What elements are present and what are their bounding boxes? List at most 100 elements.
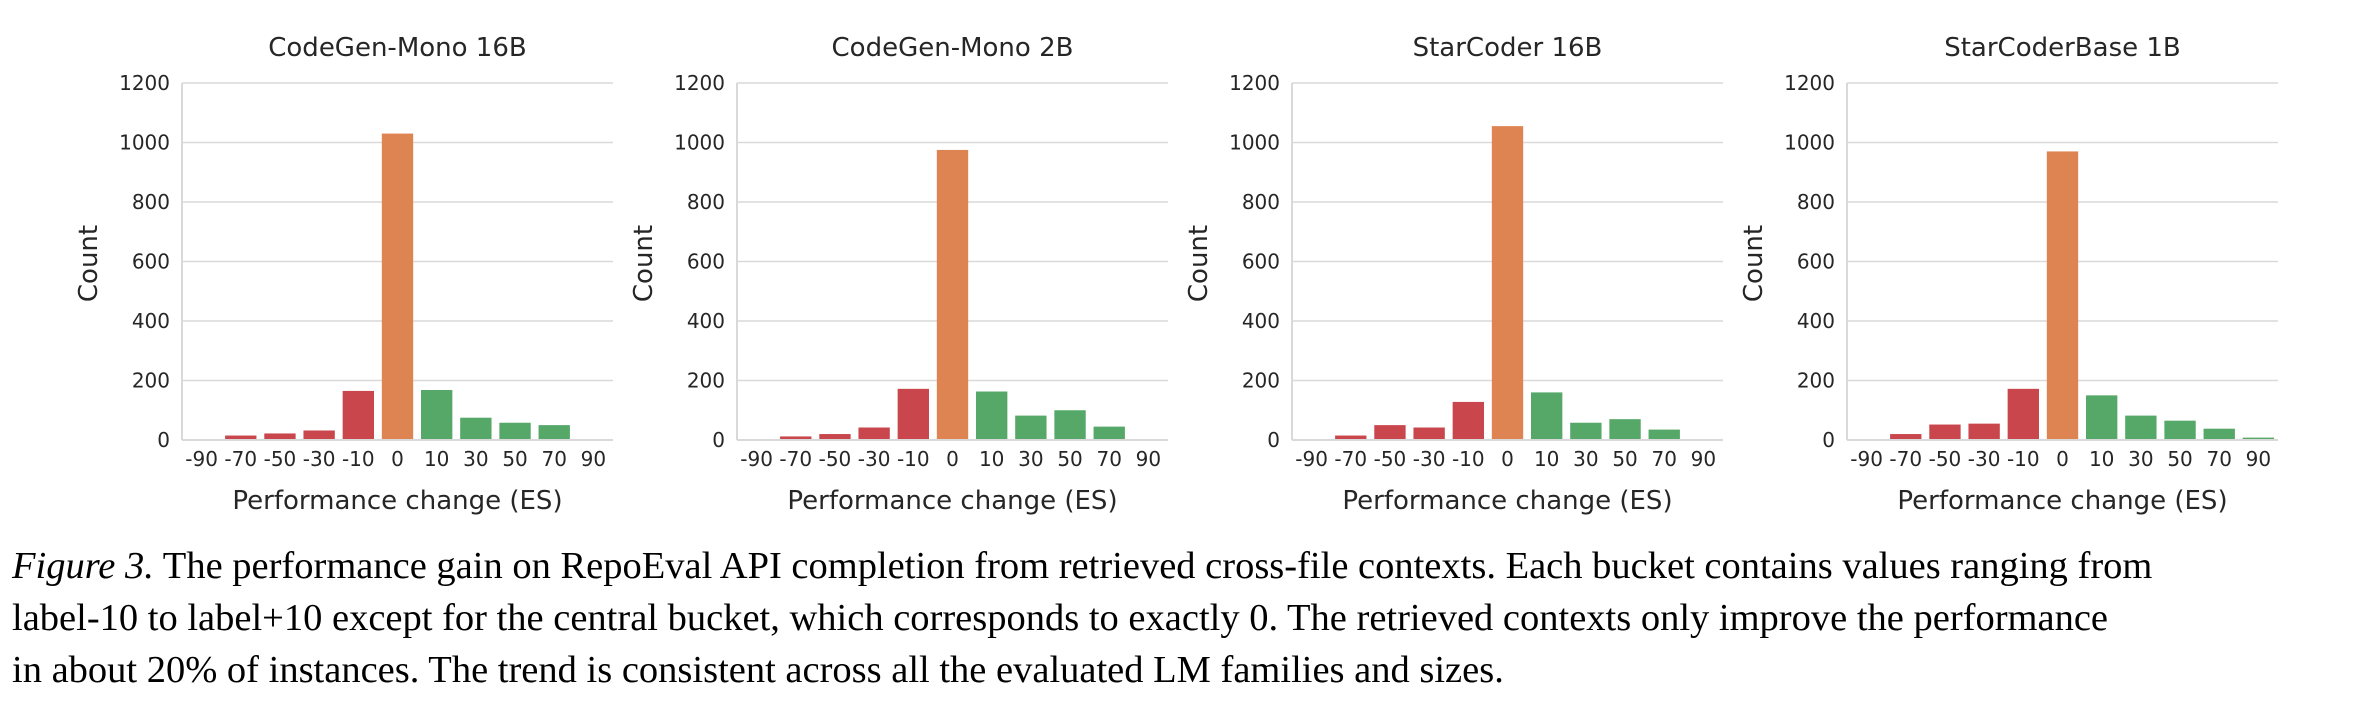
y-tick-label: 1200: [1784, 71, 1835, 95]
y-tick-label: 0: [1267, 428, 1280, 452]
x-axis-label: Performance change (ES): [232, 486, 562, 516]
y-tick-label: 200: [1242, 369, 1280, 393]
x-tick-label: 50: [502, 447, 527, 471]
x-tick-label: -10: [1452, 447, 1485, 471]
bar: [936, 149, 969, 440]
x-tick-label: 70: [1652, 447, 1677, 471]
bar: [264, 433, 296, 440]
bar: [1648, 429, 1680, 440]
y-tick-label: 400: [132, 309, 170, 333]
y-tick-label: 600: [1797, 250, 1835, 274]
bar: [2125, 415, 2157, 440]
chart-title: CodeGen-Mono 16B: [268, 33, 526, 63]
x-axis-label: Performance change (ES): [1342, 486, 1672, 516]
x-tick-label: -10: [897, 447, 930, 471]
x-tick-label: -70: [224, 447, 257, 471]
bar: [1531, 392, 1563, 440]
y-tick-label: 1200: [119, 71, 170, 95]
y-tick-label: 600: [132, 250, 170, 274]
bar: [1609, 419, 1641, 440]
x-tick-label: -30: [858, 447, 891, 471]
x-tick-label: 50: [2167, 447, 2192, 471]
y-tick-label: 400: [687, 309, 725, 333]
bar: [1929, 424, 1961, 440]
y-tick-label: 600: [687, 250, 725, 274]
bar: [1968, 423, 2000, 440]
bar: [976, 391, 1008, 440]
x-tick-label: 10: [424, 447, 449, 471]
caption-text-1: The performance gain on RepoEval API com…: [162, 545, 2153, 587]
x-tick-label: 90: [581, 447, 606, 471]
bar: [780, 436, 812, 440]
x-tick-label: -70: [779, 447, 812, 471]
bar: [381, 133, 414, 440]
x-axis-label: Performance change (ES): [787, 486, 1117, 516]
x-tick-label: 90: [1136, 447, 1161, 471]
bar: [858, 427, 890, 440]
bar: [2164, 420, 2196, 440]
bar: [1335, 435, 1367, 440]
x-tick-label: 30: [1018, 447, 1043, 471]
bar: [1890, 434, 1922, 440]
y-tick-label: 800: [132, 190, 170, 214]
x-tick-label: -90: [740, 447, 773, 471]
y-tick-label: 1000: [1229, 131, 1280, 155]
x-tick-label: 10: [979, 447, 1004, 471]
y-axis-label: Count: [629, 225, 659, 302]
x-tick-label: -90: [1850, 447, 1883, 471]
x-tick-label: -90: [1295, 447, 1328, 471]
y-tick-label: 0: [1822, 428, 1835, 452]
bar: [460, 417, 492, 440]
y-tick-label: 400: [1797, 309, 1835, 333]
x-tick-label: 10: [2089, 447, 2114, 471]
bar: [2086, 395, 2118, 440]
x-tick-label: -10: [2007, 447, 2040, 471]
y-axis-label: Count: [1184, 225, 1214, 302]
bar: [897, 388, 929, 440]
x-tick-label: -90: [185, 447, 218, 471]
x-tick-label: 70: [1097, 447, 1122, 471]
bar: [538, 425, 570, 440]
y-tick-label: 1000: [119, 131, 170, 155]
bar: [225, 435, 257, 440]
y-axis-label: Count: [74, 225, 104, 302]
x-tick-label: 90: [1691, 447, 1716, 471]
x-tick-label: -50: [1374, 447, 1407, 471]
y-tick-label: 800: [687, 190, 725, 214]
caption-line-2: label-10 to label+10 except for the cent…: [12, 597, 2109, 639]
bar: [1413, 427, 1445, 440]
chart-title: CodeGen-Mono 2B: [832, 33, 1074, 63]
figure-caption: Figure 3. The performance gain on RepoEv…: [12, 540, 2347, 696]
x-tick-label: 0: [391, 447, 404, 471]
y-tick-label: 200: [687, 369, 725, 393]
x-tick-label: 0: [946, 447, 959, 471]
x-tick-label: -30: [303, 447, 336, 471]
x-axis-label: Performance change (ES): [1897, 486, 2227, 516]
bar: [2242, 437, 2275, 440]
x-tick-label: 50: [1057, 447, 1082, 471]
x-tick-label: -30: [1968, 447, 2001, 471]
x-tick-label: -10: [342, 447, 375, 471]
bar: [2007, 388, 2039, 440]
bar: [1491, 126, 1524, 440]
bar: [819, 434, 851, 440]
y-tick-label: 1200: [674, 71, 725, 95]
y-tick-label: 0: [712, 428, 725, 452]
bar: [1093, 426, 1125, 440]
x-tick-label: 10: [1534, 447, 1559, 471]
x-tick-label: 30: [463, 447, 488, 471]
bar: [421, 390, 453, 440]
y-tick-label: 800: [1242, 190, 1280, 214]
y-tick-label: 600: [1242, 250, 1280, 274]
chart-title: StarCoder 16B: [1413, 33, 1603, 63]
x-tick-label: 70: [542, 447, 567, 471]
bar: [2203, 428, 2235, 440]
bar: [342, 390, 374, 440]
x-tick-label: -50: [819, 447, 852, 471]
y-tick-label: 1200: [1229, 71, 1280, 95]
